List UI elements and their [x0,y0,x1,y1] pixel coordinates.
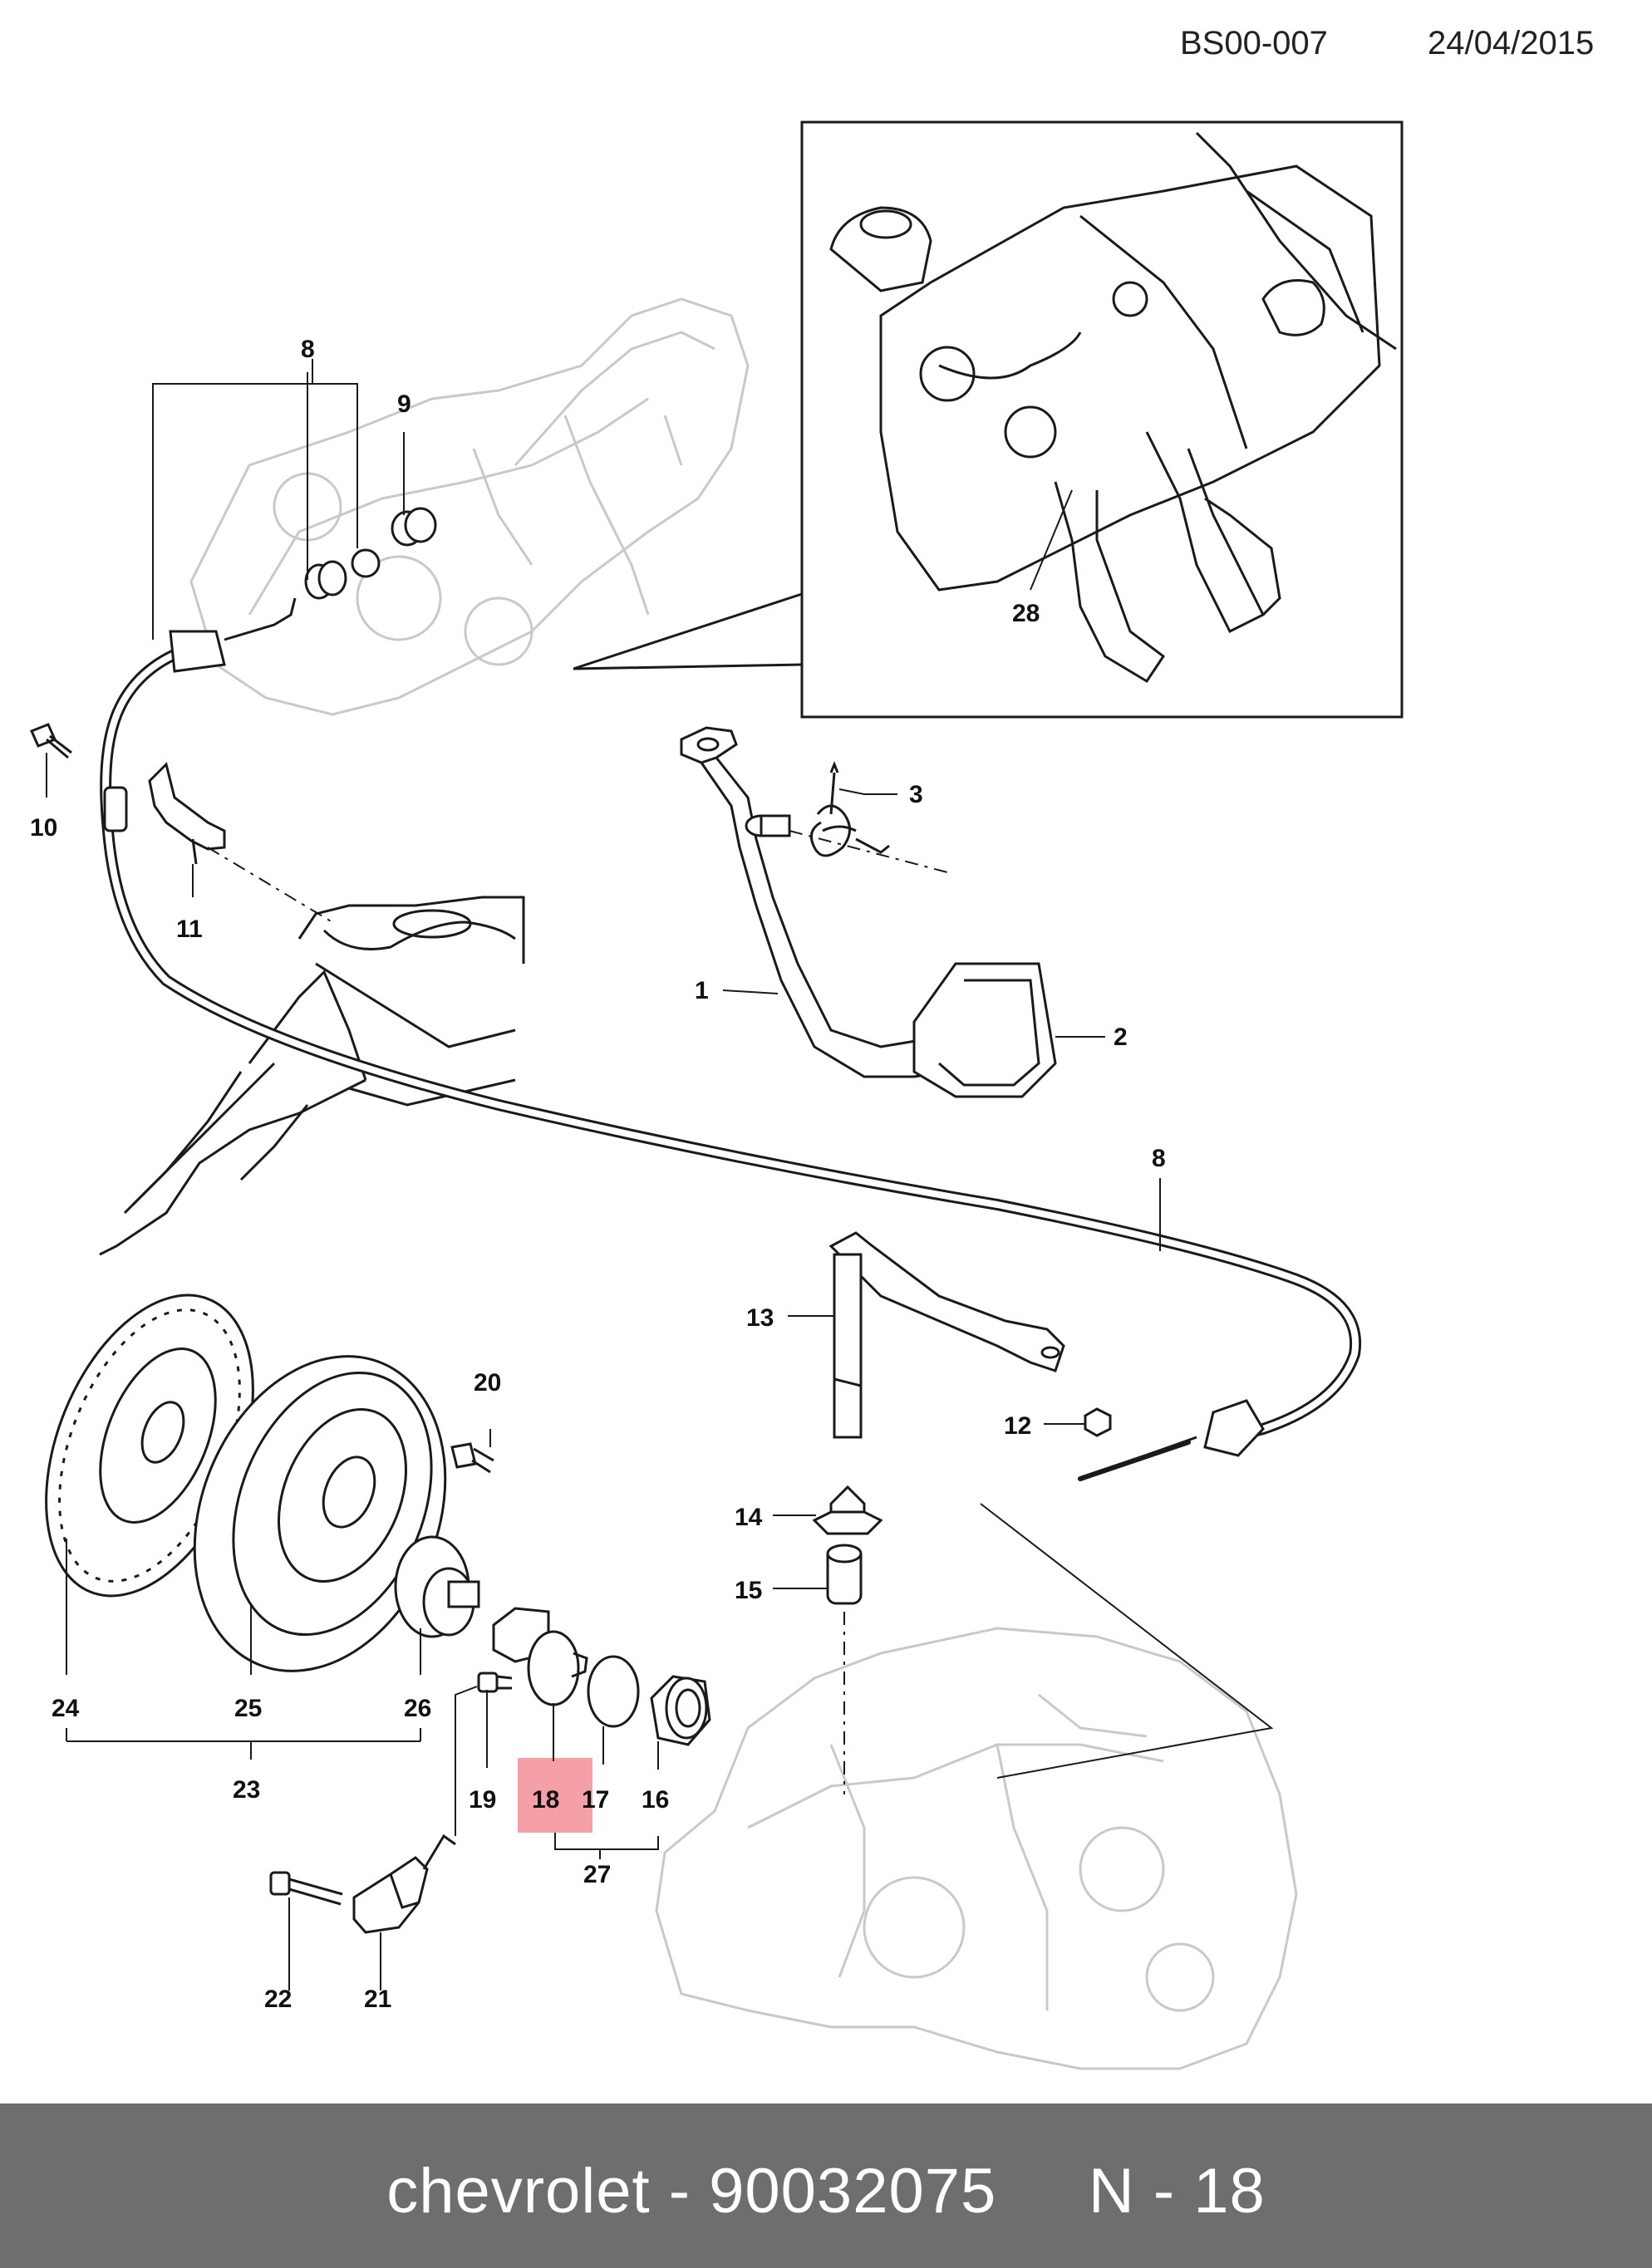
callout-21: 21 [364,1986,391,2013]
callout-1: 1 [695,977,709,1004]
bushing-15 [826,1544,863,1605]
release-fork-21 [352,1834,456,1934]
bushing-9 [391,507,437,547]
callout-12: 12 [1004,1412,1031,1440]
bolt-10 [29,723,72,759]
bush-16 [650,1675,711,1746]
inset-pedal-box [573,120,1404,719]
part-18-highlight [518,1758,592,1833]
guide-sleeve-18 [492,1607,588,1706]
callout-22: 22 [264,1986,292,2013]
pedal-1 [680,726,949,1078]
callout-9: 9 [397,390,411,418]
callout-leader-lines [46,359,1161,1991]
callout-15: 15 [735,1577,762,1604]
callout-16: 16 [642,1786,669,1814]
boot-14 [812,1485,883,1535]
callout-14: 14 [735,1504,763,1531]
engine-ghost-illustration [189,297,750,716]
leader-transmission [980,1503,1274,1779]
callout-8-top: 8 [301,336,315,363]
callout-25: 25 [234,1695,262,1722]
callout-8-right: 8 [1152,1145,1166,1172]
release-bearing-26 [394,1535,480,1638]
bracket-11 [148,762,226,865]
callout-3: 3 [909,781,923,808]
callout-17: 17 [582,1786,609,1814]
callout-27: 27 [583,1861,611,1888]
callout-26: 26 [404,1695,431,1722]
transmission-ghost-illustration [655,1627,1298,2070]
release-lever-13 [828,1231,1065,1439]
leader-fork [455,1686,478,1836]
centerline-11 [207,847,333,923]
bolt-19 [477,1672,513,1693]
diagram-date: 24/04/2015 [1428,25,1595,61]
callout-20: 20 [474,1369,501,1397]
nut-12 [1084,1407,1112,1437]
pedal-pad-2 [912,962,1057,1098]
callout-19: 19 [469,1786,496,1814]
bushing-8 [304,548,381,600]
callout-18: 18 [532,1786,559,1814]
callout-2: 2 [1114,1024,1128,1051]
callout-23: 23 [233,1776,260,1804]
footer-bar: chevrolet - 90032075 N - 18 [0,2104,1652,2268]
callout-24: 24 [52,1695,80,1722]
clutch-exploded-diagram: 1 2 3 8 8 9 10 11 12 13 14 15 16 17 18 1… [29,120,1404,2070]
callout-10: 10 [30,814,57,842]
return-spring-3 [809,760,890,857]
bolt-22 [269,1871,343,1906]
callout-28: 28 [1012,600,1040,627]
callout-11: 11 [176,916,203,943]
diagram-code: BS00-007 [1180,25,1328,61]
o-ring-17 [587,1655,640,1728]
footer-part-label: chevrolet - 90032075 N - 18 [386,2156,1266,2226]
engine-bay-outline [99,896,525,1256]
callout-13: 13 [746,1304,774,1332]
centerline-pedal [789,830,948,873]
bolt-20 [450,1442,494,1474]
clutch-cable [100,597,1362,1481]
